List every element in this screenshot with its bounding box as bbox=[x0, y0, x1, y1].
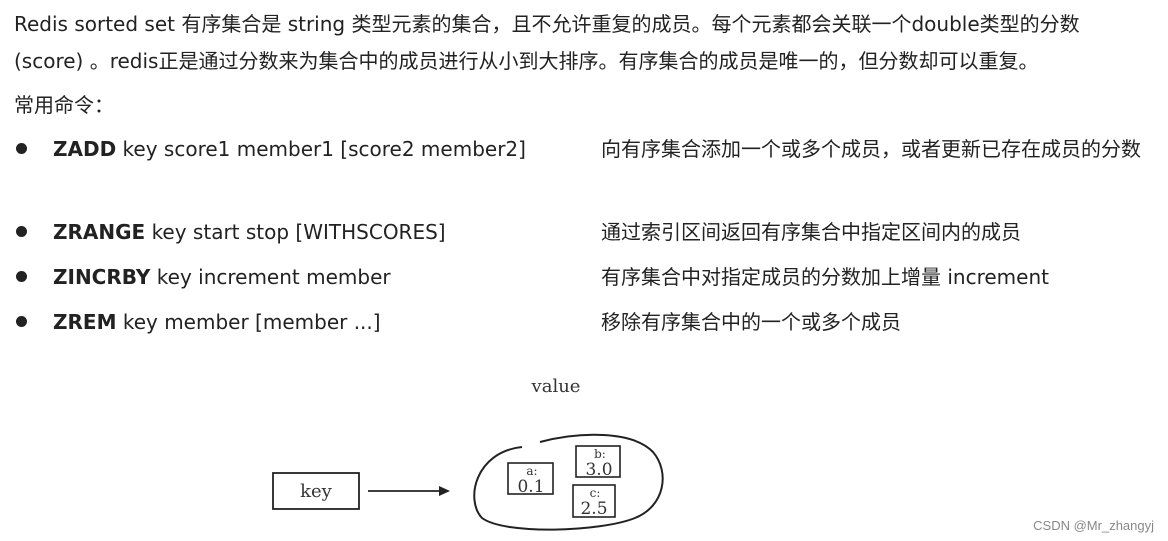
diagram-svg: value key a: 0.1 b: 3.0 c: 2.5 bbox=[272, 376, 664, 531]
member-score: 0.1 bbox=[517, 477, 544, 497]
command-keyword: ZREM bbox=[53, 310, 117, 334]
command-keyword: ZADD bbox=[53, 137, 117, 161]
command-syntax: ZADD key score1 member1 [score2 member2] bbox=[53, 130, 526, 168]
watermark: CSDN @Mr_zhangyj bbox=[1033, 518, 1154, 533]
bullet-icon bbox=[16, 271, 27, 282]
command-keyword: ZINCRBY bbox=[53, 265, 151, 289]
member-score: 3.0 bbox=[585, 460, 612, 480]
command-args: key increment member bbox=[156, 265, 391, 289]
member-name: c: bbox=[590, 486, 601, 500]
arrow-icon bbox=[368, 486, 450, 496]
command-syntax: ZREM key member [member ...] bbox=[53, 303, 381, 341]
command-description: 向有序集合添加一个或多个成员，或者更新已存在成员的分数 bbox=[601, 137, 1141, 161]
key-box-frame bbox=[272, 472, 360, 510]
intro-line-1: Redis sorted set 有序集合是 string 类型元素的集合，且不… bbox=[14, 12, 1080, 36]
command-description: 移除有序集合中的一个或多个成员 bbox=[601, 310, 901, 334]
member-name: a: bbox=[526, 464, 537, 478]
member-box-frame bbox=[507, 462, 554, 495]
intro-line-2: (score) 。redis正是通过分数来为集合中的成员进行从小到大排序。有序集… bbox=[14, 49, 1039, 73]
member-box-b: b: 3.0 bbox=[575, 445, 621, 480]
member-box-frame bbox=[575, 445, 621, 478]
command-description: 通过索引区间返回有序集合中指定区间内的成员 bbox=[601, 220, 1021, 244]
sorted-set-diagram: value key a: 0.1 b: 3.0 c: 2.5 bbox=[260, 360, 680, 535]
common-commands-label: 常用命令： bbox=[14, 93, 114, 117]
member-score: 2.5 bbox=[580, 499, 607, 519]
command-syntax: ZINCRBY key increment member bbox=[53, 258, 391, 296]
key-label: key bbox=[300, 481, 333, 502]
command-description: 有序集合中对指定成员的分数加上增量 increment bbox=[601, 265, 1049, 289]
command-args: key member [member ...] bbox=[122, 310, 381, 334]
bullet-icon bbox=[16, 226, 27, 237]
value-set-ellipse bbox=[473, 433, 664, 531]
member-name: b: bbox=[594, 447, 606, 461]
key-box: key bbox=[272, 472, 360, 510]
command-keyword: ZRANGE bbox=[53, 220, 146, 244]
bullet-icon bbox=[16, 316, 27, 327]
command-syntax: ZRANGE key start stop [WITHSCORES] bbox=[53, 213, 446, 251]
command-args: key score1 member1 [score2 member2] bbox=[122, 137, 526, 161]
command-args: key start stop [WITHSCORES] bbox=[151, 220, 446, 244]
member-box-c: c: 2.5 bbox=[572, 484, 616, 519]
bullet-icon bbox=[16, 143, 27, 154]
intro-paragraph: Redis sorted set 有序集合是 string 类型元素的集合，且不… bbox=[14, 6, 1154, 80]
member-box-a: a: 0.1 bbox=[507, 462, 554, 497]
value-label: value bbox=[531, 376, 581, 397]
member-box-frame bbox=[572, 484, 616, 518]
